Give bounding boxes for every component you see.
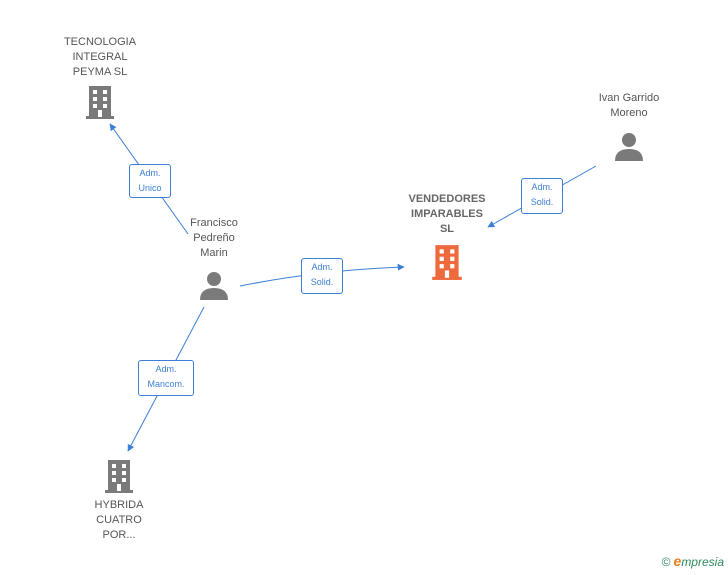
node-tecnologia-label: TECNOLOGIA INTEGRAL PEYMA SL <box>63 36 137 78</box>
node-hybrida[interactable]: HYBRIDA CUATRO POR... <box>69 458 169 543</box>
person-icon <box>615 133 643 161</box>
edge-label-francisco-tecnologia[interactable]: Adm. Unico <box>129 164 171 198</box>
edge-label-ivan-vendedores[interactable]: Adm. Solid. <box>521 178 563 214</box>
brand-logo-text: mpresia <box>681 555 724 569</box>
edge-label-francisco-hybrida[interactable]: Adm. Mancom. <box>138 360 194 396</box>
copyright-icon: © <box>661 555 671 569</box>
node-tecnologia[interactable]: TECNOLOGIA INTEGRAL PEYMA SL <box>50 35 150 120</box>
node-vendedores-label: VENDEDORES IMPARABLES SL <box>408 193 486 235</box>
edge-label-francisco-vendedores[interactable]: Adm. Solid. <box>301 258 343 294</box>
node-francisco-label: Francisco Pedreño Marin <box>190 217 238 259</box>
building-icon <box>105 460 133 493</box>
node-vendedores[interactable]: VENDEDORES IMPARABLES SL <box>388 192 506 281</box>
building-icon <box>432 245 462 280</box>
node-ivan[interactable]: Ivan Garrido Moreno <box>579 91 679 162</box>
node-hybrida-label: HYBRIDA CUATRO POR... <box>94 499 144 541</box>
node-ivan-label: Ivan Garrido Moreno <box>598 92 660 119</box>
brand-logo-initial: e <box>673 553 682 569</box>
building-icon <box>86 86 114 119</box>
brand-footer: ©empresia <box>662 553 724 569</box>
person-icon <box>200 272 228 300</box>
node-francisco[interactable]: Francisco Pedreño Marin <box>164 216 264 301</box>
